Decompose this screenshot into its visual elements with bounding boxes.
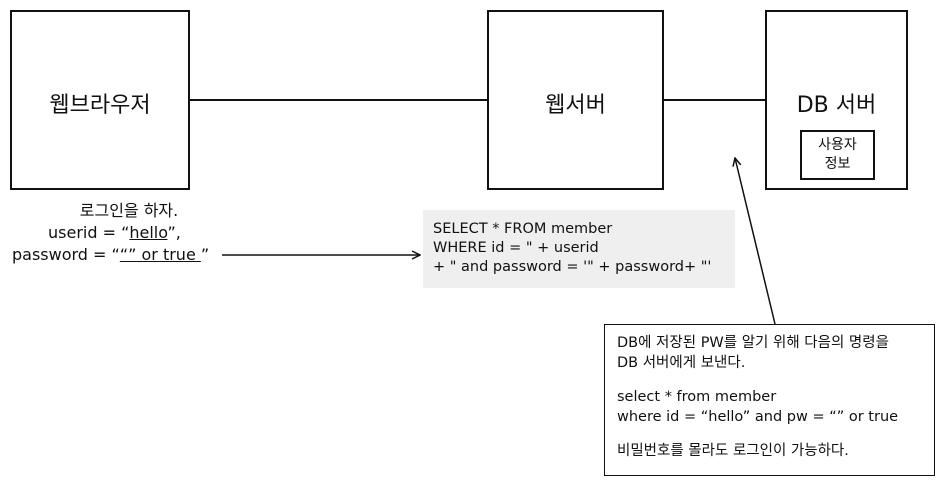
password-prefix: password = “ [12,245,120,264]
sql-query-box: SELECT * FROM member WHERE id = " + user… [423,210,735,288]
userid-prefix: userid = “ [48,223,130,242]
web-browser-label: 웹브라우저 [49,93,151,118]
db-server-label: DB 서버 [796,93,877,118]
query-line-1: SELECT * FROM member [433,221,613,237]
note-line-4: where id = “hello” and pw = “” or true [617,409,899,425]
note-line-2: DB 서버에게 보낸다. [617,355,746,371]
password-suffix: ” [200,245,210,264]
userid-value: hello [129,223,168,242]
note-line-1: DB에 저장된 PW를 알기 위해 다음의 명령을 [617,335,889,351]
web-server-box: 웹서버 [487,10,664,190]
arrow-note-to-connector [735,158,776,325]
userid-line: userid = “hello”, [8,222,240,244]
userid-suffix: ”, [167,223,181,242]
web-server-label: 웹서버 [545,93,606,118]
web-browser-box: 웹브라우저 [10,10,190,190]
connector-webserver-dbserver [664,99,765,101]
query-line-2: WHERE id = " + userid [433,240,599,256]
user-info-box: 사용자 정보 [800,130,875,180]
login-description: 로그인을 하자. userid = “hello”, password = ““… [8,200,240,266]
user-info-label-line2: 정보 [824,156,851,172]
explanation-note-box: DB에 저장된 PW를 알기 위해 다음의 명령을 DB 서버에게 보낸다. s… [604,324,935,476]
password-line: password = ““” or true ” [8,244,240,266]
note-line-3: select * from member [617,389,777,405]
login-title: 로그인을 하자. [79,201,179,220]
password-value: “” or true [119,245,201,264]
db-server-box: DB 서버 사용자 정보 [765,10,908,190]
query-line-3: + " and password = '" + password+ "' [433,259,712,275]
user-info-label-line1: 사용자 [818,137,857,153]
note-line-5: 비밀번호를 몰라도 로그인이 가능하다. [617,443,849,459]
connector-browser-webserver [190,99,487,101]
